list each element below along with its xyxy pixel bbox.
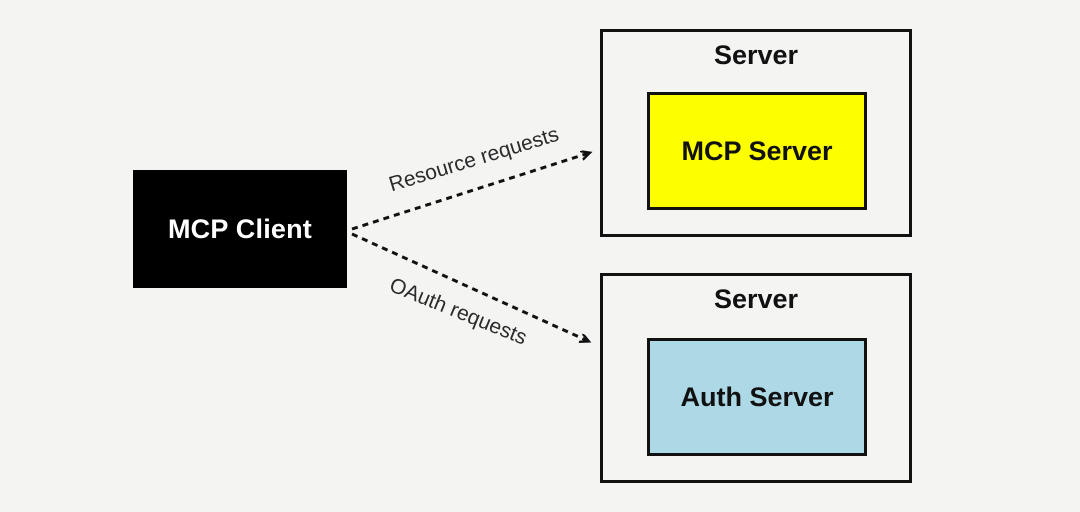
auth-server-box: Auth Server	[647, 338, 867, 456]
mcp-client-box: MCP Client	[133, 170, 347, 288]
mcp-server-label: MCP Server	[681, 135, 833, 166]
resource-requests-label: Resource requests	[386, 122, 562, 197]
auth-server-label: Auth Server	[680, 381, 834, 412]
server-top-title: Server	[713, 40, 799, 70]
oauth-requests-label: OAuth requests	[386, 273, 531, 350]
server-box-top: Server MCP Server	[600, 29, 912, 237]
server-box-bottom: Server Auth Server	[600, 273, 912, 483]
mcp-client-label: MCP Client	[167, 213, 312, 244]
server-bottom-title: Server	[713, 284, 799, 314]
mcp-server-box: MCP Server	[647, 92, 867, 210]
